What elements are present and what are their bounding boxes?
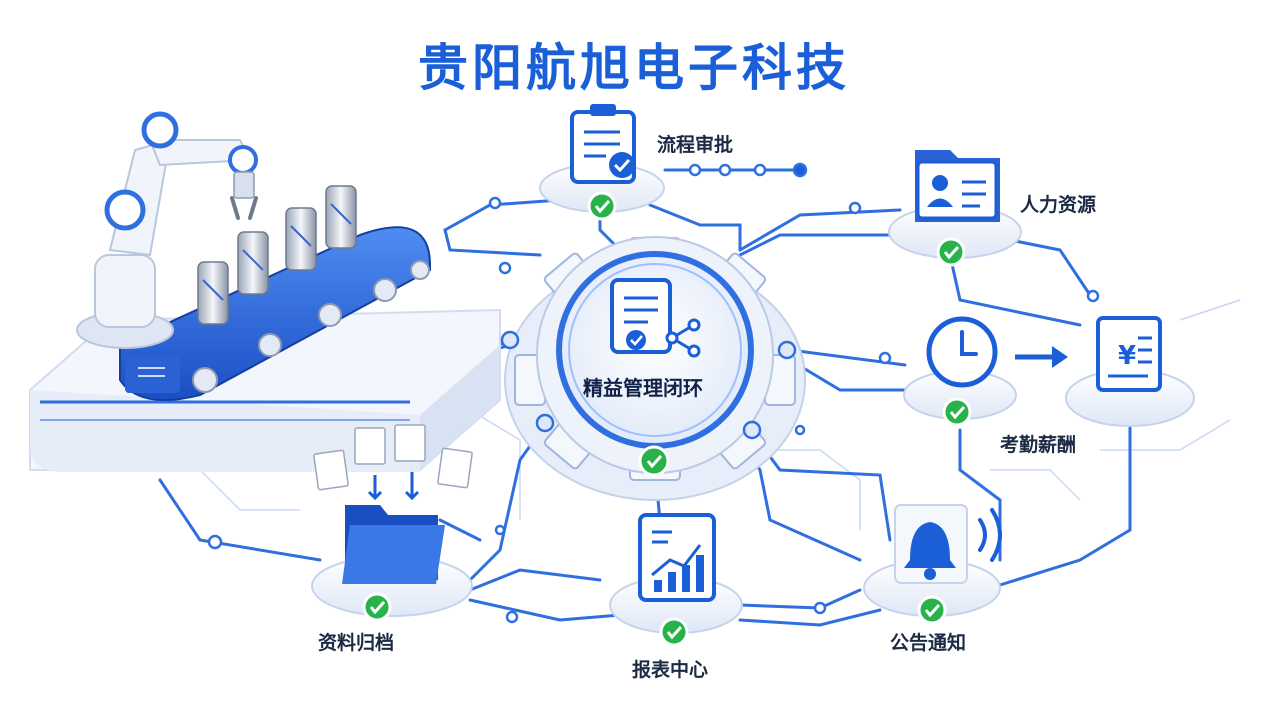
module-notice <box>863 504 1002 617</box>
arrow-right-icon <box>1052 346 1068 368</box>
module-attendance: ¥ <box>903 316 1195 427</box>
svg-text:¥: ¥ <box>1118 341 1136 371</box>
label-approval: 流程审批 <box>657 134 734 156</box>
hub-label: 精益管理闭环 <box>583 376 703 400</box>
bell-icon <box>904 522 956 568</box>
background-circuit-traces <box>80 299 1241 530</box>
bar-chart-icon <box>638 513 716 602</box>
label-attendance: 考勤薪酬 <box>1000 434 1077 456</box>
factory-platform-illustration <box>29 111 501 472</box>
module-archive <box>311 424 473 617</box>
yen-invoice-icon <box>1096 316 1162 392</box>
check-badges <box>362 191 972 647</box>
label-hr: 人力资源 <box>1020 194 1097 216</box>
page-title: 贵阳航旭电子科技 <box>418 39 850 97</box>
label-report: 报表中心 <box>632 659 709 681</box>
module-report <box>609 513 743 634</box>
module-hr <box>888 150 1022 259</box>
circuit-nodes <box>207 162 1100 624</box>
label-notice: 公告通知 <box>890 632 967 654</box>
paper-documents-icon <box>313 424 473 491</box>
label-archive: 资料归档 <box>318 632 395 654</box>
